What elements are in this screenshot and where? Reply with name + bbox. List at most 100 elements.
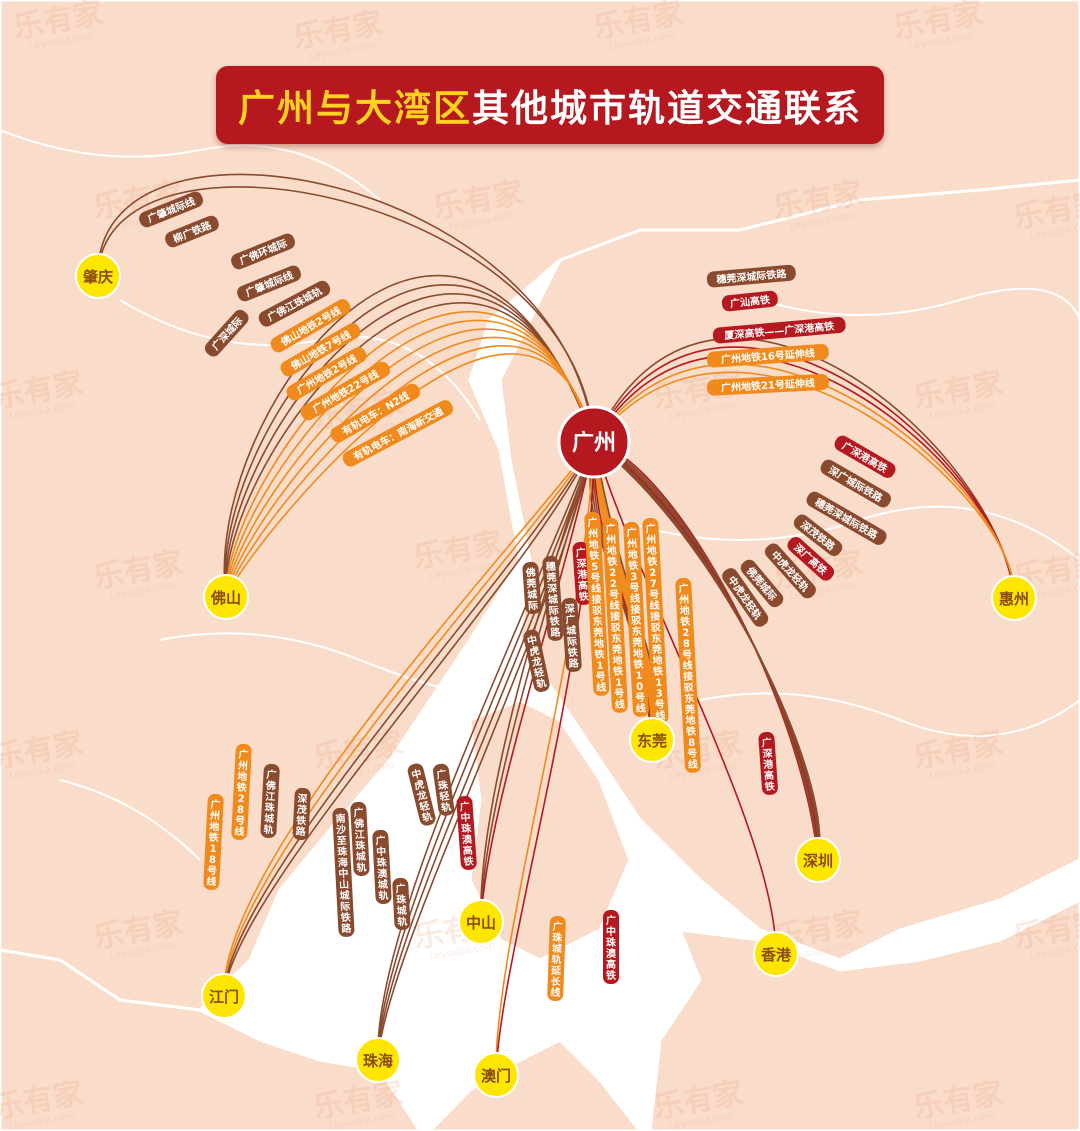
route-label-pill <box>706 264 796 288</box>
route-label-char: 茂 <box>297 803 308 817</box>
route-line <box>225 336 595 598</box>
route-label-pill <box>561 597 582 672</box>
route-label-pill <box>332 807 355 937</box>
route-label-char: 7 <box>650 579 658 590</box>
route-label-text: 广汕高铁 <box>729 293 770 310</box>
route-label-char: 2 <box>649 568 657 579</box>
route-label: 广佛江珠城轨 <box>350 801 370 876</box>
city-dot <box>458 899 504 945</box>
route-label-char: 轻 <box>418 799 431 814</box>
land-south-island <box>427 1038 642 1131</box>
route-line <box>223 441 595 997</box>
route-label-char: 路 <box>568 656 580 670</box>
route-label-pill <box>758 731 778 795</box>
route-label-char: 铁 <box>567 646 578 660</box>
route-label-char: 广 <box>395 882 406 896</box>
city-marker-huizhou[interactable]: 惠州 <box>991 575 1037 621</box>
city-dot <box>355 1037 401 1083</box>
route-label-char: 轻 <box>533 665 545 680</box>
route-label-char: 东 <box>684 692 695 706</box>
route-label-pill <box>432 763 455 816</box>
route-label-char: 际 <box>548 605 559 618</box>
hub-name: 广州 <box>572 430 616 456</box>
route-label-char: 广 <box>353 806 364 820</box>
route-label-pill <box>584 511 610 696</box>
route-label-char: 佛 <box>524 566 536 580</box>
route-label-char: 城 <box>356 850 367 864</box>
city-dot <box>629 717 675 763</box>
route-label-char: 广 <box>552 920 562 933</box>
route-label-char: 城 <box>396 904 407 918</box>
route-label-char: 莞 <box>526 577 537 591</box>
route-label-char: 际 <box>567 636 578 649</box>
route-label-char: 中 <box>606 925 616 938</box>
route-label-char: 轨 <box>535 676 547 691</box>
route-label-char: 广 <box>645 522 656 536</box>
route-label-char: 广 <box>606 914 616 927</box>
route-label-char: 广 <box>565 613 576 627</box>
city-name: 深圳 <box>803 852 833 870</box>
city-marker-zhuhai[interactable]: 珠海 <box>355 1037 401 1083</box>
route-label-pill <box>523 629 550 692</box>
route-label-char: 线 <box>682 659 693 673</box>
city-name: 东莞 <box>637 732 667 750</box>
route-line <box>223 441 595 997</box>
route-label-pill <box>292 787 311 840</box>
route-label-char: 广 <box>605 522 616 536</box>
route-label-char: 深 <box>547 582 558 596</box>
route-label-char: 虎 <box>528 644 540 659</box>
route-label-pill <box>350 801 370 876</box>
route-label-char: 1 <box>635 671 643 682</box>
route-label-char: 号 <box>654 698 665 711</box>
city-dot <box>991 575 1037 621</box>
route-label-pill <box>522 561 542 614</box>
route-label-pill <box>542 555 564 641</box>
city-marker-shenzhen[interactable]: 深圳 <box>795 837 841 883</box>
city-marker-xianggang[interactable]: 香港 <box>753 931 799 977</box>
route-label-char: 广 <box>587 516 598 530</box>
route-label-char: 接 <box>591 593 602 607</box>
route-label-char: 线 <box>550 986 560 999</box>
route-label-pill <box>820 459 891 508</box>
route-label-char: 珠 <box>396 893 408 907</box>
route-label-char: 轨 <box>440 800 452 814</box>
city-marker-zhongshan[interactable]: 中山 <box>458 899 504 945</box>
route-label-char: 铁 <box>680 615 691 629</box>
city-marker-jiangmen[interactable]: 江门 <box>201 973 247 1019</box>
route-line <box>225 302 595 598</box>
route-line <box>480 441 595 923</box>
route-label-char: 号 <box>687 748 698 761</box>
route-label-char: 铁 <box>606 969 616 982</box>
route-line <box>593 441 777 955</box>
city-name: 肇庆 <box>82 268 113 286</box>
route-label-char: 2 <box>682 628 690 639</box>
route-label-char: 中 <box>410 767 423 782</box>
land-southwest <box>0 948 422 1131</box>
route-labels: 广肇城际线柳广铁路广佛环城际广肇城际线广佛江珠城轨广深城际佛山地铁2号线佛山地铁… <box>139 191 896 1001</box>
route-label-pill <box>165 215 219 248</box>
route-label-char: 东 <box>611 632 622 646</box>
route-label-char: 广 <box>626 526 637 540</box>
route-label-char: 铁 <box>613 665 624 679</box>
hub-marker-guangzhou[interactable]: 广州 <box>557 405 631 479</box>
route-label-char: 驳 <box>683 681 695 695</box>
route-label-pill <box>258 280 331 327</box>
city-marker-dongguan[interactable]: 东莞 <box>629 717 675 763</box>
city-marker-zhaoqing[interactable]: 肇庆 <box>75 253 121 299</box>
route-label-char: 号 <box>595 671 606 684</box>
city-marker-aomen[interactable]: 澳门 <box>473 1052 519 1098</box>
route-label-char: 延 <box>550 964 562 977</box>
route-label-char: 轨 <box>263 823 274 837</box>
route-label-char: 深 <box>564 602 575 616</box>
route-label: 穗莞深城际铁路 <box>542 555 564 641</box>
route-label-pill <box>675 577 701 773</box>
route-label-char: 城 <box>527 588 538 602</box>
route-label-char: 铁 <box>686 725 697 739</box>
route-label-char: 地 <box>685 714 696 728</box>
city-marker-foshan[interactable]: 佛山 <box>203 574 249 620</box>
city-name: 珠海 <box>363 1052 393 1070</box>
route-label: 广州地铁21号延伸线 <box>706 373 829 396</box>
